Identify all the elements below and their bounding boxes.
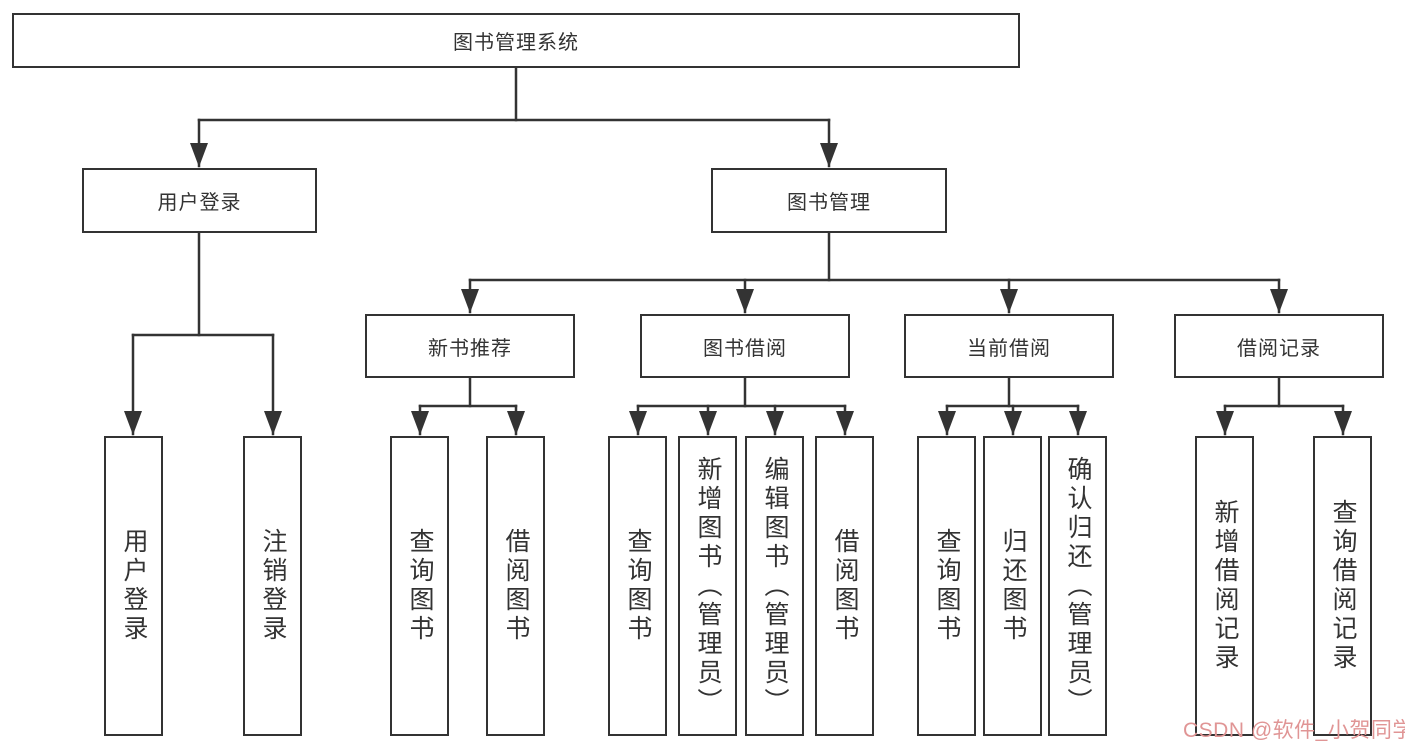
leaf-query-borrow-record: 查询借阅记录	[1313, 436, 1372, 736]
leaf-query-books-borrow-label: 查询图书	[624, 528, 652, 644]
node-book-management: 图书管理	[711, 168, 947, 233]
node-book-borrow-label: 图书借阅	[703, 337, 787, 360]
leaf-borrow-books: 借阅图书	[815, 436, 874, 736]
node-borrow-records: 借阅记录	[1174, 314, 1384, 378]
node-new-book-recommend: 新书推荐	[365, 314, 575, 378]
leaf-borrow-books-label: 借阅图书	[831, 528, 859, 644]
node-user-login-label: 用户登录	[157, 192, 242, 214]
leaf-query-books-current: 查询图书	[917, 436, 976, 736]
leaf-query-books-recommend: 查询图书	[390, 436, 449, 736]
node-current-borrow: 当前借阅	[904, 314, 1114, 378]
leaf-add-borrow-record-label: 新增借阅记录	[1211, 499, 1239, 673]
node-book-borrow: 图书借阅	[640, 314, 850, 378]
leaf-logout: 注销登录	[243, 436, 302, 736]
node-borrow-records-label: 借阅记录	[1237, 337, 1321, 360]
leaf-return-books-label: 归还图书	[999, 528, 1027, 644]
leaf-borrow-books-recommend: 借阅图书	[486, 436, 545, 736]
leaf-query-books-recommend-label: 查询图书	[406, 528, 434, 644]
leaf-edit-books-admin-label: 编辑图书（管理员）	[761, 455, 789, 717]
leaf-user-login-label: 用户登录	[120, 528, 148, 644]
node-book-management-label: 图书管理	[787, 192, 871, 214]
node-new-book-recommend-label: 新书推荐	[428, 337, 512, 360]
leaf-logout-label: 注销登录	[259, 528, 287, 644]
leaf-query-books-current-label: 查询图书	[933, 528, 961, 644]
leaf-edit-books-admin: 编辑图书（管理员）	[745, 436, 804, 736]
leaf-query-borrow-record-label: 查询借阅记录	[1329, 499, 1357, 673]
node-library-system: 图书管理系统	[12, 13, 1020, 68]
leaf-add-books-admin: 新增图书（管理员）	[678, 436, 737, 736]
leaf-borrow-books-recommend-label: 借阅图书	[502, 528, 530, 644]
leaf-query-books-borrow: 查询图书	[608, 436, 667, 736]
leaf-user-login: 用户登录	[104, 436, 163, 736]
leaf-return-books: 归还图书	[983, 436, 1042, 736]
csdn-watermark: CSDN @软件_小贺同学	[1183, 719, 1405, 742]
leaf-confirm-return-admin: 确认归还（管理员）	[1048, 436, 1107, 736]
leaf-add-borrow-record: 新增借阅记录	[1195, 436, 1254, 736]
leaf-confirm-return-admin-label: 确认归还（管理员）	[1064, 455, 1092, 717]
node-user-login: 用户登录	[82, 168, 317, 233]
node-current-borrow-label: 当前借阅	[967, 337, 1051, 360]
leaf-add-books-admin-label: 新增图书（管理员）	[694, 455, 722, 717]
node-library-system-label: 图书管理系统	[453, 32, 579, 54]
